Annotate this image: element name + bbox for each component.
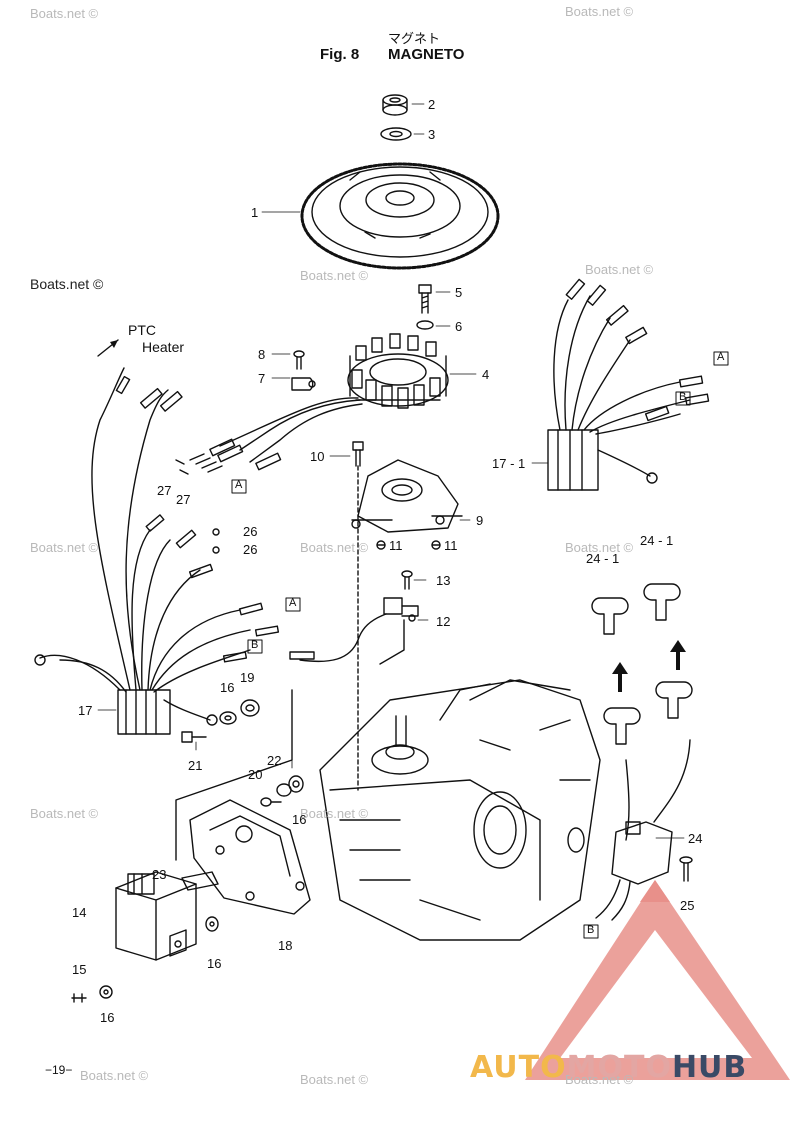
watermark: Boats.net © <box>565 540 634 555</box>
callout-24: 24 <box>688 831 703 846</box>
callout-24-1: 24 - 1 <box>586 551 620 566</box>
callout-16: 16 <box>207 956 222 971</box>
part-24-ignition-coil <box>595 739 691 921</box>
part-4-stator <box>347 333 449 409</box>
callout-26: 26 <box>243 524 258 539</box>
watermark: Boats.net © <box>30 806 99 821</box>
callout-25: 25 <box>680 898 695 913</box>
part-7-clamp <box>291 377 316 391</box>
watermark: Boats.net © <box>300 268 369 283</box>
callout-27: 27 <box>176 492 191 507</box>
callout-19: 19 <box>240 670 255 685</box>
marker-a: A <box>717 351 725 363</box>
callout-17: 17 <box>78 703 93 718</box>
callout-12: 12 <box>436 614 451 629</box>
japanese-title: マグネト <box>388 32 441 47</box>
marker-b: B <box>251 639 259 651</box>
part-13-bolt <box>401 570 413 590</box>
callout-23: 23 <box>152 867 167 882</box>
callout-20: 20 <box>248 767 263 782</box>
callout-17-1: 17 - 1 <box>492 456 526 471</box>
marker-b: B <box>679 391 687 403</box>
watermark: Boats.net © <box>565 4 634 19</box>
brand-part-2: MOTO <box>566 1050 672 1085</box>
marker-boxes <box>231 351 729 939</box>
part-24-1-plug-caps <box>591 583 693 745</box>
callout-4: 4 <box>482 367 490 382</box>
page-number: −19− <box>45 1063 73 1077</box>
callout-21: 21 <box>188 758 203 773</box>
part-12-sensor <box>357 597 419 641</box>
brand-triangle-logo <box>525 880 790 1080</box>
callout-7: 7 <box>258 371 266 386</box>
small-hardware <box>71 699 304 1003</box>
part-18-bracket <box>175 689 311 915</box>
ptc-label: PTC <box>128 322 156 338</box>
callout-24-1: 24 - 1 <box>640 533 674 548</box>
figure-title: MAGNETO <box>388 46 465 63</box>
part-5-bolt <box>418 284 432 314</box>
callout-26: 26 <box>243 542 258 557</box>
callout-13: 13 <box>436 573 451 588</box>
leader-lines <box>97 103 685 839</box>
watermark: Boats.net © <box>30 6 99 21</box>
brand-part-1: AUTO <box>470 1050 567 1085</box>
callout-1: 1 <box>251 205 259 220</box>
callout-22: 22 <box>267 753 282 768</box>
callout-9: 9 <box>476 513 484 528</box>
callout-16: 16 <box>100 1010 115 1025</box>
watermark: Boats.net © <box>585 262 654 277</box>
callout-2: 2 <box>428 97 436 112</box>
part-11-screws <box>376 540 441 550</box>
part-1-flywheel <box>300 162 500 270</box>
heater-label: Heater <box>142 339 185 355</box>
callout-16: 16 <box>220 680 235 695</box>
part-14-cdi-unit <box>115 871 197 961</box>
harness-17-1 <box>547 278 710 491</box>
figure-number: Fig. 8 <box>320 46 360 63</box>
watermark: Boats.net © <box>30 276 104 292</box>
callout-14: 14 <box>72 905 87 920</box>
part-10-bolt <box>352 441 364 467</box>
connectors-27 <box>175 438 282 475</box>
watermark: Boats.net © <box>30 540 99 555</box>
part-8-screw <box>293 350 305 370</box>
part-6-washer <box>416 320 434 330</box>
engine-block <box>319 679 601 941</box>
brand-part-3: HUB <box>671 1050 748 1085</box>
brand-wordmark: AUTOMOTOHUB <box>470 1050 747 1085</box>
callout-10: 10 <box>310 449 325 464</box>
marker-a: A <box>289 597 297 609</box>
callout-6: 6 <box>455 319 463 334</box>
callout-16: 16 <box>292 812 307 827</box>
watermark: Boats.net © <box>300 806 369 821</box>
callout-11: 11 <box>444 538 458 553</box>
part-9-pulser-coil <box>351 459 463 533</box>
part-23-rubber <box>181 871 219 891</box>
callout-8: 8 <box>258 347 266 362</box>
watermark: Boats.net © <box>300 540 369 555</box>
part-3-washer <box>380 127 412 141</box>
callout-18: 18 <box>278 938 293 953</box>
callout-27: 27 <box>157 483 172 498</box>
callout-3: 3 <box>428 127 436 142</box>
marker-a: A <box>235 479 243 491</box>
part-26-screws <box>212 528 220 554</box>
callout-11: 11 <box>389 538 403 553</box>
marker-b: B <box>587 924 595 936</box>
harness-17 <box>34 367 315 735</box>
callout-5: 5 <box>455 285 463 300</box>
watermark: Boats.net © <box>80 1068 149 1083</box>
up-arrows <box>612 640 686 692</box>
watermark: Boats.net © <box>565 1072 634 1087</box>
part-25-bolt <box>679 856 693 882</box>
watermark: Boats.net © <box>300 1072 369 1087</box>
part-2-nut <box>382 94 408 116</box>
callout-15: 15 <box>72 962 87 977</box>
